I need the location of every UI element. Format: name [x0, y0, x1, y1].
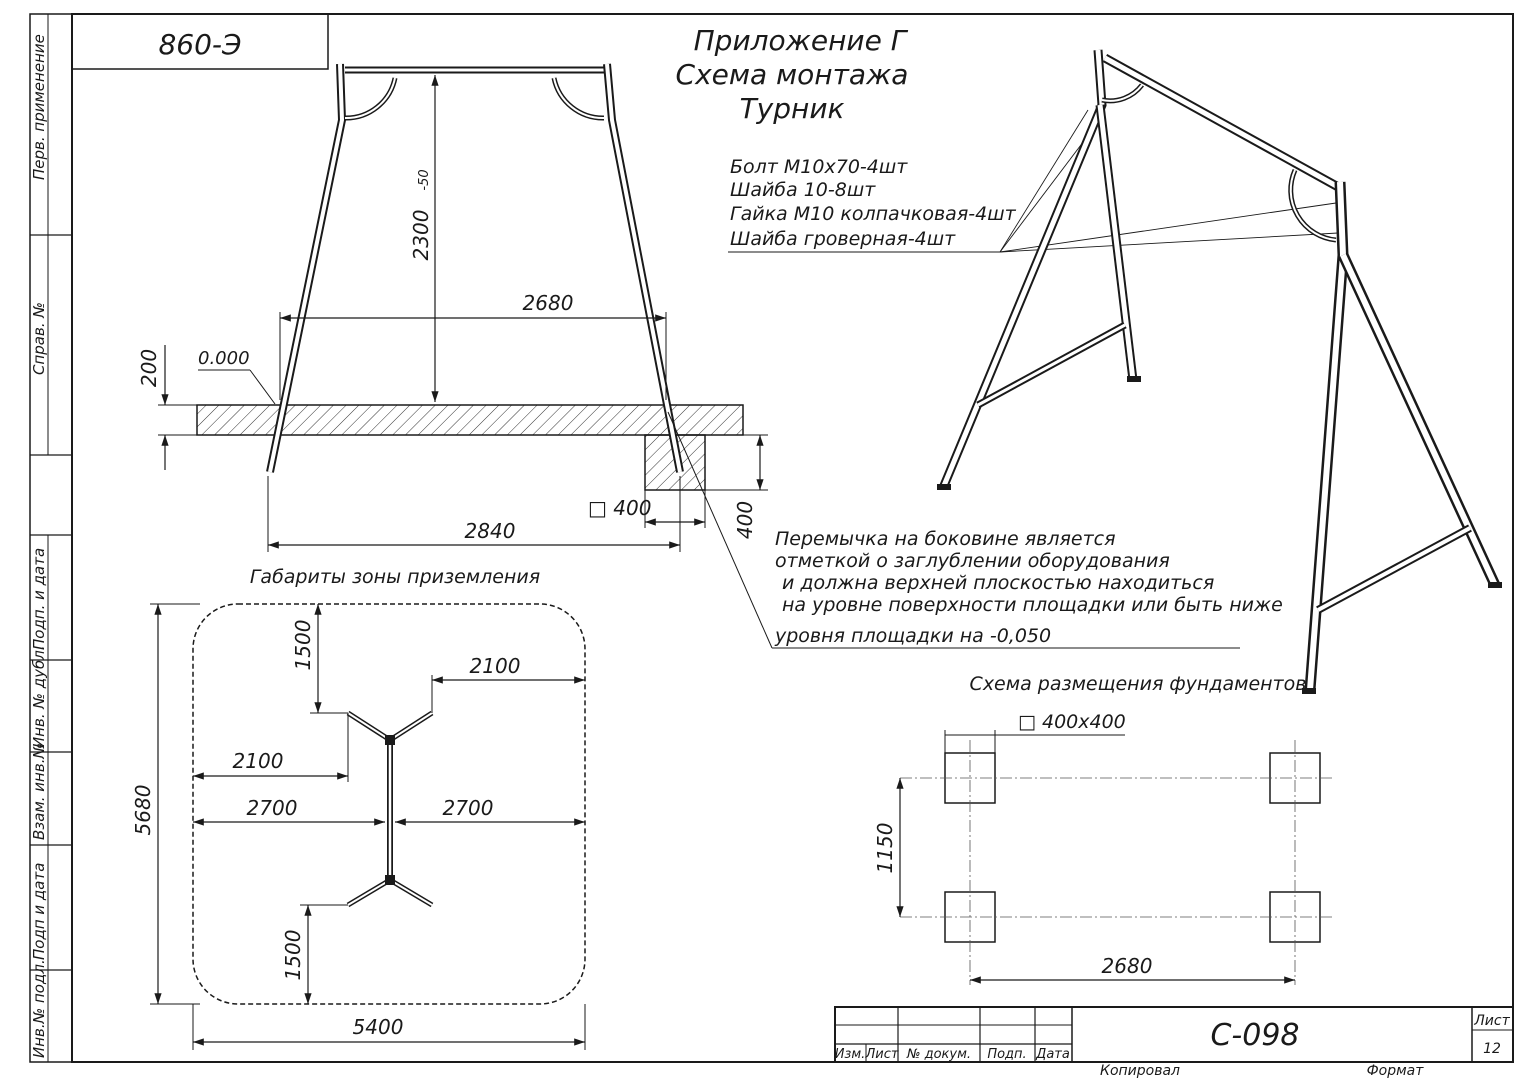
- strip-label-orig-inv: Инв.№ подл.: [30, 959, 48, 1058]
- foundations-title: Схема размещения фундаментов: [970, 673, 1307, 695]
- stamp-header-sign: Подп.: [987, 1047, 1026, 1062]
- sheet-frame: [29, 13, 1514, 1063]
- zone-dim-half-right: 2700: [443, 796, 494, 820]
- note-line-1: Перемычка на боковине является: [775, 528, 1116, 550]
- zone-dim-bottom: 1500: [281, 930, 305, 981]
- copied-label: Копировал: [1100, 1063, 1180, 1079]
- level-label: 0.000: [198, 348, 250, 369]
- strip-label-first-use: Перв. применение: [30, 34, 48, 180]
- title-line-1: Приложение Г: [694, 24, 909, 57]
- zone-outline: [192, 603, 586, 1005]
- foundation-dim-horizontal: 2680: [1102, 954, 1153, 978]
- installation-note: Перемычка на боковине является отметкой …: [774, 528, 1283, 647]
- left-strip-labels: Перв. применение Справ. № Подп. и дата И…: [30, 34, 48, 1058]
- zone-dim-width: 5400: [353, 1015, 404, 1039]
- zone-dim-left: 2100: [233, 749, 284, 773]
- stamp-header-change: Изм.: [835, 1047, 866, 1062]
- dim-foundation-depth: 400: [733, 501, 757, 539]
- foundation-dim-vertical: 1150: [873, 823, 897, 874]
- note-line-2: отметкой о заглублении оборудования: [775, 550, 1170, 572]
- hardware-item-4: Шайба гроверная-4шт: [730, 228, 956, 250]
- strip-label-sign-date-1: Подп. и дата: [30, 548, 48, 650]
- dim-span-bottom: 2840: [465, 519, 516, 543]
- stamp-header-sheet: Лист: [865, 1047, 899, 1062]
- hardware-item-3: Гайка М10 колпачковая-4шт: [730, 203, 1017, 225]
- isometric-view: [937, 49, 1502, 694]
- dim-foundation-size: □ 400: [588, 496, 651, 520]
- note-line-5: уровня площадки на -0,050: [774, 625, 1051, 647]
- foundation-layout: Схема размещения фундаментов □ 400х400 1…: [873, 673, 1335, 985]
- dim-span-top: 2680: [523, 291, 574, 315]
- strip-label-sign-date-2: Подп и дата: [30, 863, 48, 960]
- top-left-code: 860-Э: [158, 28, 241, 61]
- document-code: С-098: [1210, 1018, 1299, 1053]
- front-view: 2300 -50 2680 0.000 200 2840 □ 400 400: [137, 63, 768, 552]
- foundation-size-label: □ 400х400: [1018, 711, 1126, 733]
- zone-dim-top: 1500: [291, 620, 315, 671]
- sheet-label: Лист: [1473, 1013, 1510, 1029]
- strip-label-ref-no: Справ. №: [30, 302, 48, 375]
- hardware-list: Болт М10х70-4шт Шайба 10-8шт Гайка М10 к…: [728, 109, 1339, 253]
- zone-title: Габариты зоны приземления: [250, 566, 540, 588]
- stamp-header-doc: № докум.: [906, 1047, 971, 1062]
- hardware-item-2: Шайба 10-8шт: [730, 179, 876, 201]
- title-block: Изм. Лист № докум. Подп. Дата С-098 Лист…: [834, 1006, 1514, 1079]
- note-line-4: на уровне поверхности площадки или быть …: [782, 594, 1283, 616]
- sheet-number: 12: [1483, 1041, 1501, 1057]
- hardware-item-1: Болт М10х70-4шт: [730, 156, 908, 178]
- drawing-title: Приложение Г Схема монтажа Турник: [676, 24, 909, 125]
- dim-height: 2300: [409, 210, 433, 261]
- dim-depth: 200: [137, 349, 161, 387]
- dim-height-tol: -50: [417, 169, 432, 190]
- zone-dim-height: 5680: [131, 785, 155, 836]
- stamp-header-date: Дата: [1035, 1047, 1070, 1062]
- strip-label-replace-inv: Взам. инв.№: [30, 743, 48, 840]
- zone-dim-half-left: 2700: [247, 796, 298, 820]
- title-line-3: Турник: [740, 92, 845, 125]
- landing-zone: Габариты зоны приземления 1500 2100 2100…: [131, 566, 586, 1050]
- strip-label-dup-inv: Инв. № дубл.: [30, 645, 48, 748]
- title-line-2: Схема монтажа: [676, 58, 909, 91]
- note-line-3: и должна верхней плоскостью находиться: [782, 572, 1214, 594]
- zone-dim-right-top: 2100: [470, 654, 521, 678]
- ground-slab: [196, 404, 744, 436]
- format-label: Формат: [1367, 1063, 1425, 1079]
